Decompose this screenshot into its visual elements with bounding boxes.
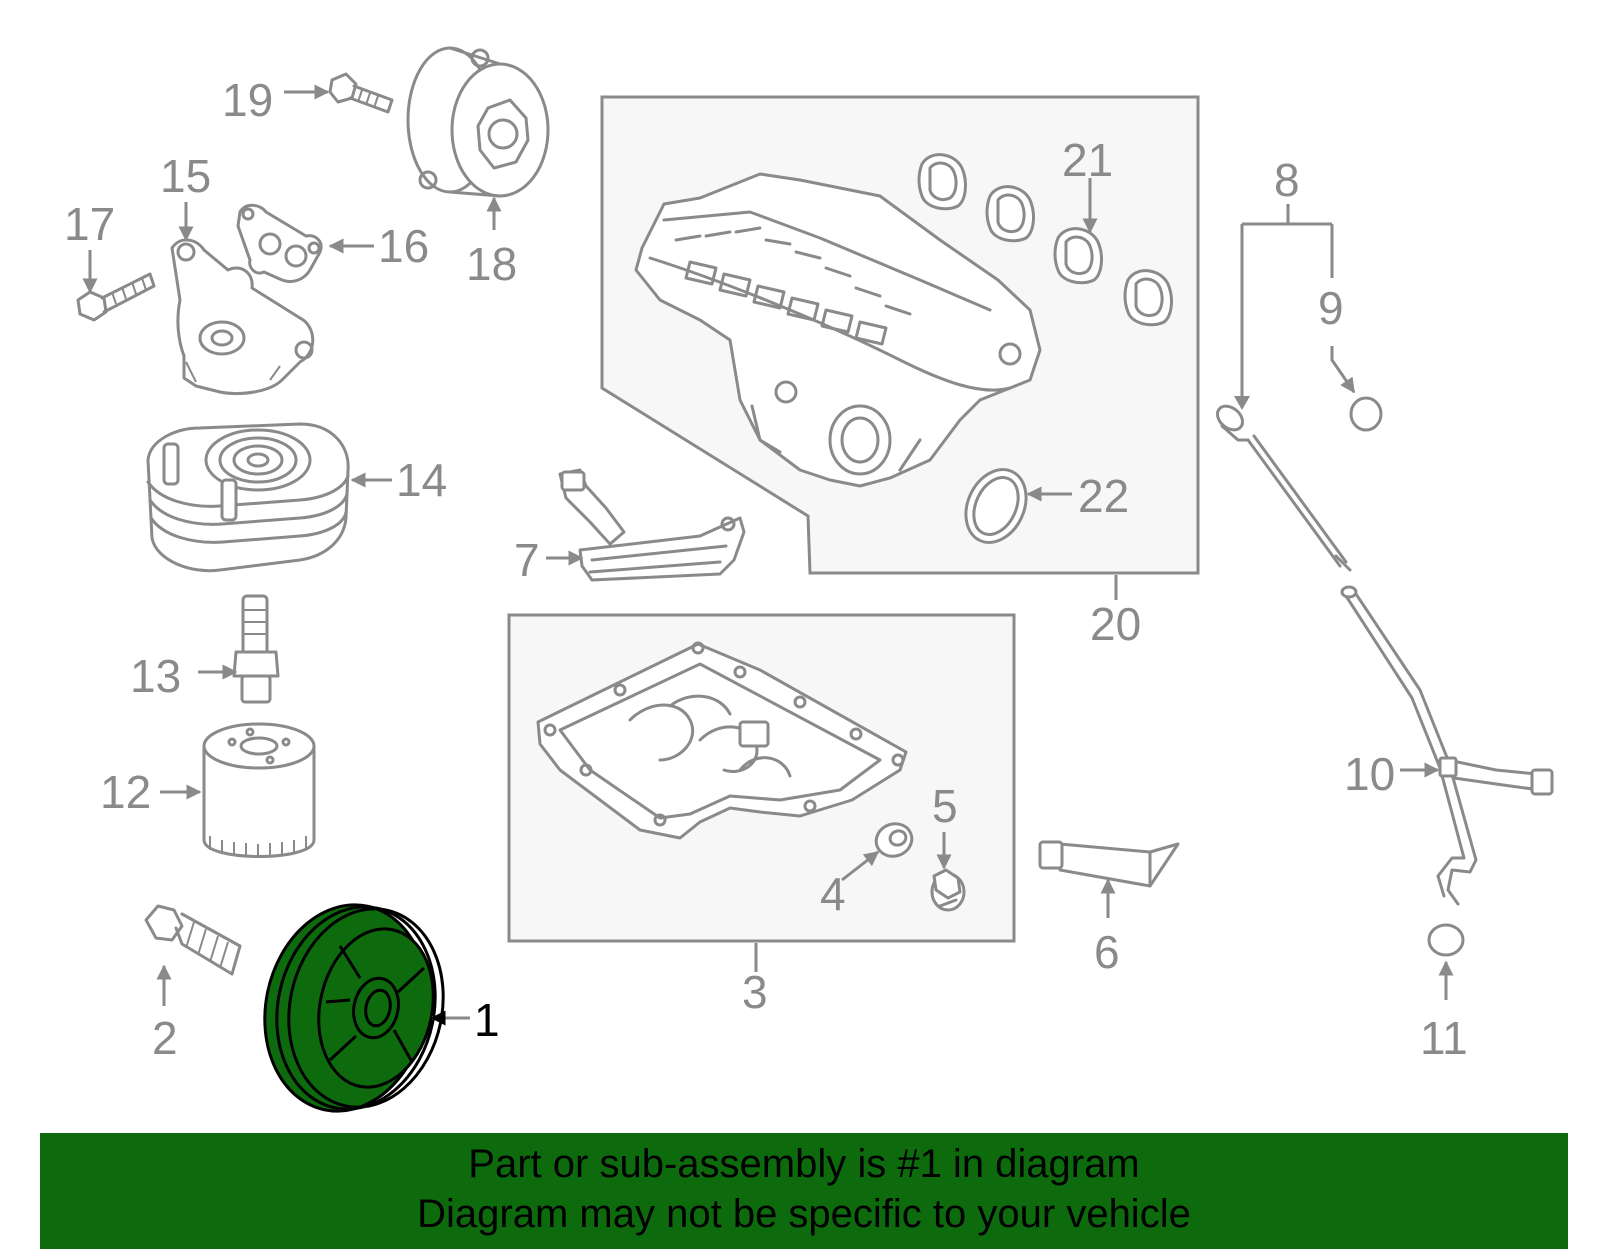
- leader-lines: [82, 84, 1454, 1026]
- banner-line-1: Part or sub-assembly is #1 in diagram: [468, 1142, 1140, 1186]
- callout-13: 13: [130, 650, 181, 702]
- callout-8: 8: [1274, 154, 1300, 206]
- callout-11: 11: [1420, 1012, 1468, 1064]
- part-11-o-ring: [1427, 923, 1465, 957]
- part-5-drain-plug: [930, 868, 966, 912]
- callout-6: 6: [1094, 926, 1120, 978]
- callout-10: 10: [1344, 748, 1395, 800]
- callout-16: 16: [378, 220, 429, 272]
- callout-4: 4: [820, 868, 846, 920]
- callout-22: 22: [1078, 470, 1129, 522]
- callout-7: 7: [514, 534, 540, 586]
- part-10-dipstick-tube: [1340, 585, 1554, 906]
- callout-5: 5: [932, 780, 958, 832]
- callout-12: 12: [100, 766, 151, 818]
- part-18-water-pump: [406, 46, 550, 198]
- part-8-dipstick: [1215, 404, 1352, 572]
- callout-21: 21: [1062, 134, 1113, 186]
- part-17-bolt: [76, 272, 156, 322]
- callout-labels: 1 2 3 4 5 6 7 8 9 10 11 12 13 14 15 16 1…: [64, 74, 1468, 1064]
- callout-14: 14: [396, 454, 447, 506]
- part-2-pulley-bolt: [144, 904, 242, 976]
- callout-20: 20: [1090, 598, 1141, 650]
- callout-19: 19: [222, 74, 273, 126]
- part-3-oil-pan: [536, 641, 908, 840]
- part-19-bolt: [328, 72, 394, 114]
- part-6-sealant-tube: [1038, 840, 1180, 888]
- part-15-water-outlet: [170, 238, 315, 395]
- callout-17: 17: [64, 198, 115, 250]
- part-21-intake-gaskets: [917, 153, 1173, 327]
- part-13-adapter-bolt: [232, 594, 280, 704]
- part-1-crankshaft-pulley: [263, 903, 445, 1113]
- callout-15: 15: [160, 150, 211, 202]
- callout-2: 2: [152, 1012, 178, 1064]
- banner-line-2: Diagram may not be specific to your vehi…: [417, 1192, 1191, 1236]
- callout-3: 3: [742, 966, 768, 1018]
- part-9-o-ring: [1349, 396, 1383, 432]
- part-4-drain-gasket: [874, 822, 914, 858]
- part-7-oil-strainer: [558, 468, 746, 582]
- callout-1: 1: [474, 994, 500, 1046]
- part-14-oil-cooler: [146, 422, 350, 573]
- part-20-intake-manifold: [634, 172, 1042, 488]
- part-16-gasket: [236, 203, 323, 284]
- callout-9: 9: [1318, 282, 1344, 334]
- info-banner: Part or sub-assembly is #1 in diagram Di…: [40, 1133, 1568, 1249]
- part-12-oil-filter: [202, 722, 316, 858]
- part-22-throttle-gasket: [964, 468, 1028, 544]
- callout-18: 18: [466, 238, 517, 290]
